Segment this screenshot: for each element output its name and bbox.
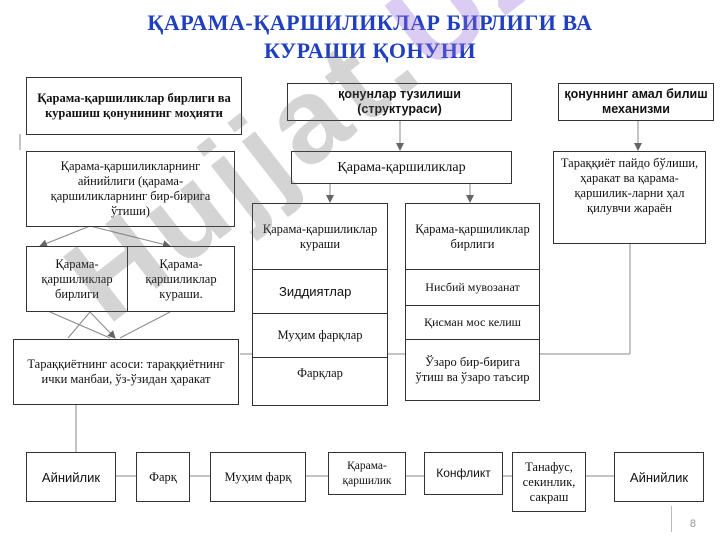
bottom-difference: Фарқ <box>136 452 190 502</box>
footer-divider <box>671 506 672 532</box>
relative-balance-cell: Нисбий мувозанат <box>406 270 539 306</box>
unity-column-header: Қарама-қаршиликлар бирлиги <box>406 204 539 270</box>
struggle-box: Қарама-қаршиликлар кураши. <box>127 246 235 312</box>
bottom-opposition: Қарама-қаршилик <box>328 452 406 495</box>
differences-cell: Фарқлар <box>253 358 387 405</box>
bottom-conflict: Конфликт <box>424 452 503 495</box>
title-line-2: КУРАШИ ҚОНУНИ <box>264 38 476 63</box>
bottom-identity-right: Айнийлик <box>614 452 704 502</box>
bottom-pause-leap: Танафус, секинлик, сакраш <box>512 452 586 512</box>
development-source-box: Тараққиётнинг асоси: тараққиётнинг ички … <box>13 339 239 405</box>
mechanism-box: қонуннинг амал билиш механизми <box>558 83 714 121</box>
bottom-essential-difference: Муҳим фарқ <box>210 452 306 502</box>
contradictions-cell: Зиддиятлар <box>253 270 387 314</box>
struggle-column: Қарама-қаршиликлар кураши Зиддиятлар Муҳ… <box>252 203 388 406</box>
unity-description-box: Қарама-қаршиликларнинг айнийлиги (қарама… <box>26 151 235 227</box>
structure-box: қонунлар тузилиши (структураси) <box>287 83 512 121</box>
title-line-1: ҚАРАМА-ҚАРШИЛИКЛАР БИРЛИГИ ВА <box>147 10 593 35</box>
partial-match-cell: Қисман мос келиш <box>406 306 539 340</box>
structure-sub-label: (структураси) <box>357 102 442 116</box>
page-number: 8 <box>689 518 696 530</box>
mutual-transition-cell: Ўзаро бир-бирига ўтиш ва ўзаро таъсир <box>406 340 539 400</box>
essence-box: Қарама-қаршиликлар бирлиги ва курашиш қо… <box>26 77 242 135</box>
unity-column: Қарама-қаршиликлар бирлиги Нисбий мувоза… <box>405 203 540 401</box>
struggle-column-header: Қарама-қаршиликлар кураши <box>253 204 387 270</box>
opposites-box: Қарама-қаршиликлар <box>291 151 512 184</box>
structure-label: қонунлар тузилиши <box>338 87 461 101</box>
unity-box: Қарама-қаршиликлар бирлиги <box>26 246 128 312</box>
bottom-identity-left: Айнийлик <box>26 452 116 502</box>
mechanism-description-box: Тараққиёт пайдо бўлиши, ҳаракат ва қарам… <box>553 151 706 244</box>
essential-differences-cell: Муҳим фарқлар <box>253 314 387 358</box>
